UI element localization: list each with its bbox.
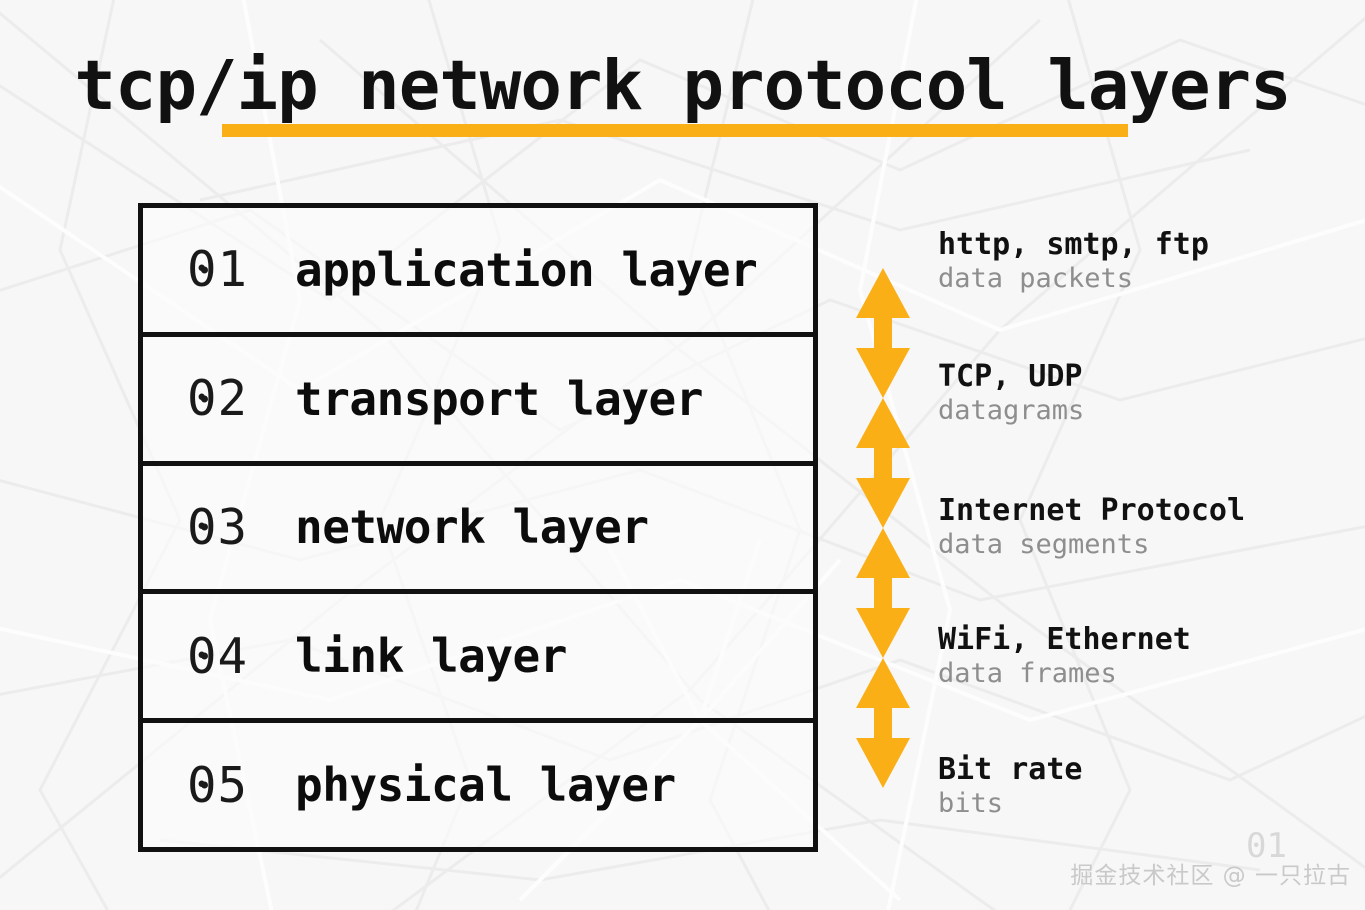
dotted-zero-icon bbox=[201, 266, 208, 274]
layer-row[interactable]: 05 physical layer bbox=[143, 723, 813, 847]
layer-number-text: 04 bbox=[187, 627, 249, 685]
annotation-protocols: Internet Protocol bbox=[938, 493, 1246, 528]
arrow-head-down-icon bbox=[856, 478, 910, 528]
annotation-item: Internet Protocol data segments bbox=[938, 493, 1358, 561]
double-headed-arrow-icon bbox=[856, 268, 910, 398]
layer-name: physical layer bbox=[295, 758, 676, 813]
layer-number-text: 01 bbox=[187, 241, 249, 299]
layer-number: 03 bbox=[187, 503, 295, 552]
annotation-item: WiFi, Ethernet data frames bbox=[938, 622, 1358, 690]
annotation-item: Bit rate bits bbox=[938, 752, 1358, 820]
arrow-column bbox=[856, 268, 910, 788]
annotation-unit: data frames bbox=[938, 657, 1117, 689]
layer-name: link layer bbox=[295, 629, 567, 684]
arrow-shaft bbox=[874, 318, 892, 348]
dotted-zero-icon bbox=[201, 781, 208, 789]
arrow-shaft bbox=[874, 448, 892, 478]
arrow-head-up-icon bbox=[856, 658, 910, 708]
layer-name: network layer bbox=[295, 500, 649, 555]
double-headed-arrow-icon bbox=[856, 528, 910, 658]
layer-name: application layer bbox=[295, 242, 758, 297]
layer-number-text: 05 bbox=[187, 756, 249, 814]
annotation-unit: data segments bbox=[938, 528, 1150, 560]
dotted-zero-icon bbox=[201, 523, 208, 531]
dotted-zero-icon bbox=[201, 652, 208, 660]
arrow-shaft bbox=[874, 578, 892, 608]
arrow-head-down-icon bbox=[856, 608, 910, 658]
layer-row[interactable]: 04 link layer bbox=[143, 594, 813, 724]
arrow-head-down-icon bbox=[856, 348, 910, 398]
double-headed-arrow-icon bbox=[856, 658, 910, 788]
arrow-head-up-icon bbox=[856, 528, 910, 578]
annotation-protocols: TCP, UDP bbox=[938, 359, 1083, 394]
arrow-shaft bbox=[874, 708, 892, 738]
annotation-column: http, smtp, ftp data packets TCP, UDP da… bbox=[938, 0, 1358, 910]
layer-number: 01 bbox=[187, 245, 295, 294]
annotation-unit: data packets bbox=[938, 262, 1134, 294]
layer-number-text: 02 bbox=[187, 370, 249, 428]
annotation-item: http, smtp, ftp data packets bbox=[938, 227, 1358, 295]
arrow-head-down-icon bbox=[856, 738, 910, 788]
protocol-layer-stack: 01 application layer 02 transport layer … bbox=[138, 203, 818, 852]
arrow-head-up-icon bbox=[856, 268, 910, 318]
layer-number: 05 bbox=[187, 761, 295, 810]
dotted-zero-icon bbox=[201, 395, 208, 403]
annotation-item: TCP, UDP datagrams bbox=[938, 359, 1358, 427]
annotation-protocols: WiFi, Ethernet bbox=[938, 622, 1191, 657]
annotation-unit: bits bbox=[938, 787, 1004, 819]
layer-number-text: 03 bbox=[187, 498, 249, 556]
watermark-text: 掘金技术社区 @ 一只拉古 bbox=[1070, 863, 1351, 889]
double-headed-arrow-icon bbox=[856, 398, 910, 528]
annotation-protocols: http, smtp, ftp bbox=[938, 227, 1209, 262]
arrow-head-up-icon bbox=[856, 398, 910, 448]
layer-row[interactable]: 03 network layer bbox=[143, 465, 813, 595]
layer-row[interactable]: 01 application layer bbox=[143, 208, 813, 337]
annotation-protocols: Bit rate bbox=[938, 752, 1083, 787]
layer-name: transport layer bbox=[295, 371, 703, 426]
layer-number: 04 bbox=[187, 632, 295, 681]
layer-row[interactable]: 02 transport layer bbox=[143, 336, 813, 466]
annotation-unit: datagrams bbox=[938, 394, 1085, 426]
layer-number: 02 bbox=[187, 374, 295, 423]
